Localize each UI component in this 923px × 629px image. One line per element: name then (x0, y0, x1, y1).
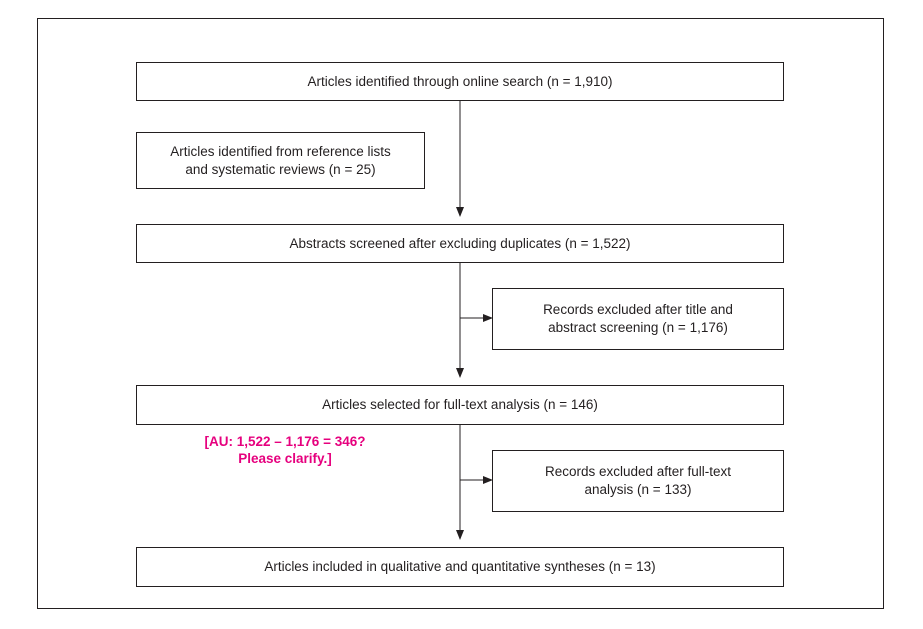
box-reference-lists: Articles identified from reference lists… (136, 132, 425, 189)
box-abstracts-screened: Abstracts screened after excluding dupli… (136, 224, 784, 263)
diagram-frame (37, 18, 884, 609)
box-online-search: Articles identified through online searc… (136, 62, 784, 101)
box-excluded-full-text: Records excluded after full-text analysi… (492, 450, 784, 512)
box-full-text-selected: Articles selected for full-text analysis… (136, 385, 784, 425)
box-included: Articles included in qualitative and qua… (136, 547, 784, 587)
editor-query-annotation: [AU: 1,522 – 1,176 = 346? Please clarify… (204, 434, 366, 466)
box-excluded-title-abstract: Records excluded after title and abstrac… (492, 288, 784, 350)
